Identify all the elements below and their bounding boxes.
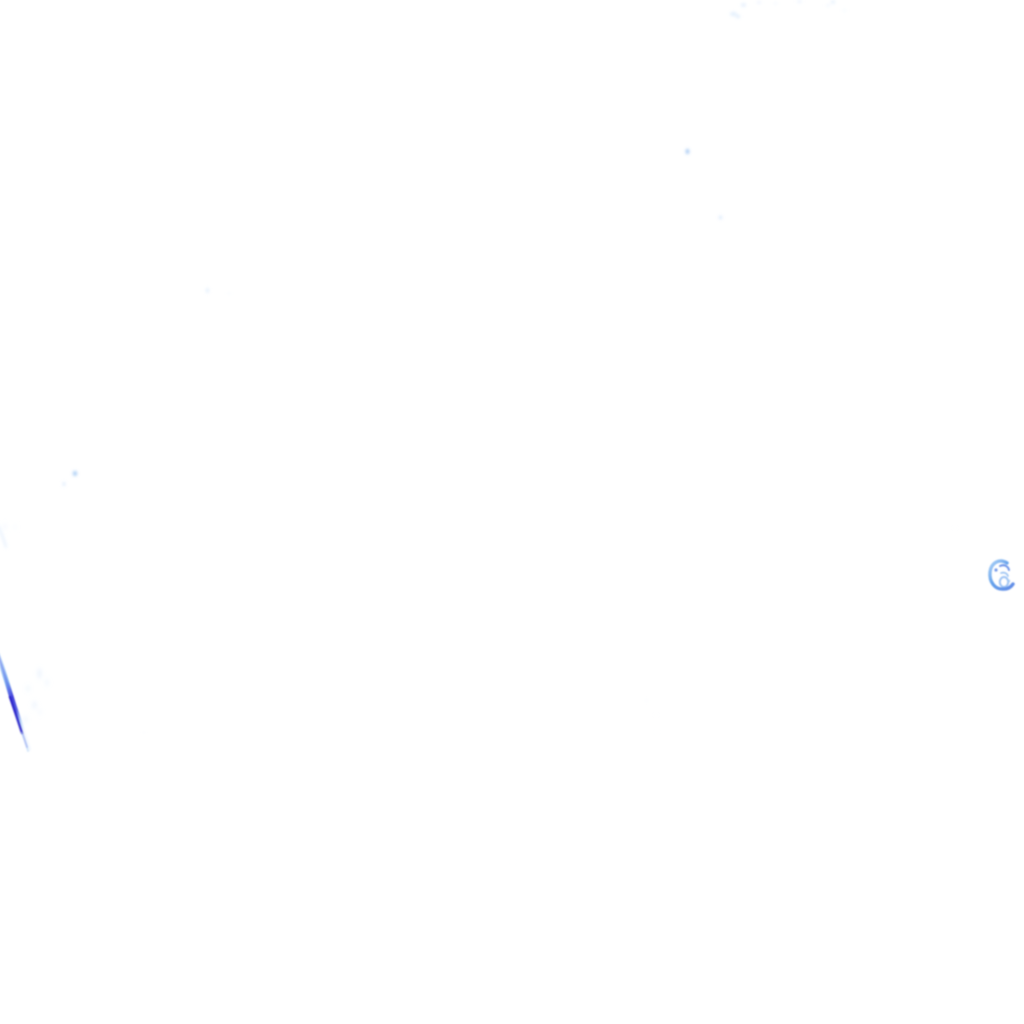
dust-speck <box>826 4 830 7</box>
dust-speck <box>200 290 202 292</box>
dust-speck <box>831 0 835 4</box>
c-glyph-icon <box>988 559 1015 591</box>
dust-speck <box>63 482 65 486</box>
dust-speck <box>656 731 658 733</box>
dust-speck <box>512 861 514 863</box>
satellite-speck <box>46 678 48 687</box>
satellite-speck <box>27 686 29 691</box>
satellite-speck <box>4 523 6 530</box>
satellite-speck <box>24 716 27 723</box>
satellite-speck <box>39 709 41 715</box>
dust-speck <box>757 1 761 4</box>
satellite-speck <box>33 701 36 709</box>
dust-speck <box>954 527 956 529</box>
dust-speck-group <box>63 0 956 863</box>
dust-speck <box>655 714 657 716</box>
brush-stroke-mark <box>0 654 32 753</box>
dust-speck <box>719 216 722 219</box>
dust-speck <box>143 731 145 734</box>
dust-speck <box>774 2 777 5</box>
satellite-speck <box>14 524 16 530</box>
dust-speck <box>797 0 802 3</box>
dust-speck <box>736 15 740 18</box>
dust-speck <box>73 471 77 476</box>
dust-speck <box>686 149 689 154</box>
dust-speck <box>645 699 648 702</box>
dust-speck <box>843 9 846 12</box>
dust-speck <box>206 288 209 293</box>
dust-speck <box>228 292 230 295</box>
satellite-speck-group <box>4 523 48 723</box>
brush-stroke-tail <box>0 527 7 548</box>
dust-speck <box>741 3 746 7</box>
satellite-speck <box>38 668 41 679</box>
dust-speck <box>730 12 737 16</box>
